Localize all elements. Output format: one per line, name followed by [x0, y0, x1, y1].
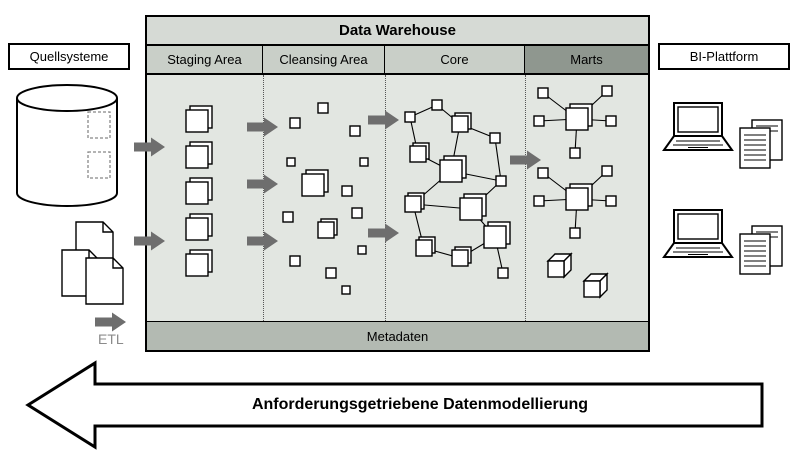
column-separator — [385, 75, 386, 321]
data-warehouse-title: Data Warehouse — [147, 17, 648, 46]
data-warehouse-body — [147, 75, 648, 321]
column-separator — [263, 75, 264, 321]
data-warehouse-block: Data Warehouse Staging Area Cleansing Ar… — [145, 15, 650, 352]
column-header-cleansing-area: Cleansing Area — [263, 46, 385, 73]
documents-icon — [61, 221, 124, 305]
column-separator — [525, 75, 526, 321]
laptop-icon — [663, 209, 733, 258]
metadata-bar: Metadaten — [147, 321, 648, 350]
bi-platform-box: BI-Plattform — [658, 43, 790, 70]
etl-arrow-icon — [95, 312, 126, 332]
column-header-marts: Marts — [525, 46, 648, 73]
report-stack-icon — [739, 119, 783, 169]
database-icon — [16, 84, 118, 207]
source-systems-box: Quellsysteme — [8, 43, 130, 70]
bottom-arrow-label: Anforderungsgetriebene Datenmodellierung — [251, 396, 589, 413]
laptop-icon — [663, 102, 733, 151]
column-header-core: Core — [385, 46, 525, 73]
report-stack-icon — [739, 225, 783, 275]
column-headers: Staging Area Cleansing Area Core Marts — [147, 46, 648, 75]
column-header-staging-area: Staging Area — [147, 46, 263, 73]
etl-label: ETL — [98, 331, 124, 347]
